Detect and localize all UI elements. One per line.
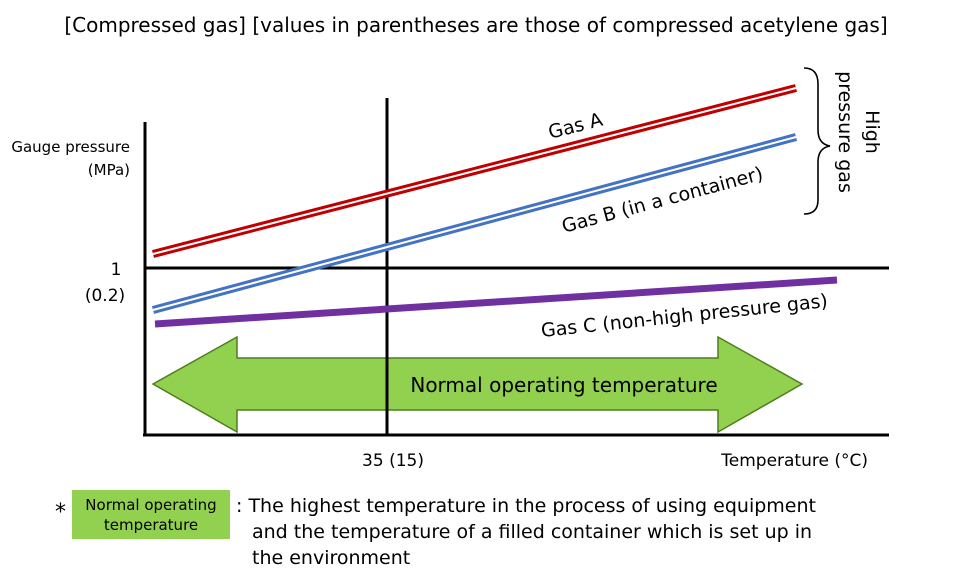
footnote-line2: and the temperature of a filled containe… bbox=[252, 521, 813, 543]
footnote-term-line1: Normal operating bbox=[85, 495, 217, 514]
high-pressure-brace bbox=[803, 67, 831, 215]
gas-b-line bbox=[151, 133, 798, 314]
normal-operating-temperature-arrow bbox=[151, 335, 804, 434]
footnote-term-line2: temperature bbox=[103, 515, 199, 534]
x-tick-label: 35 (15) bbox=[362, 451, 424, 471]
arrow-label: Normal operating temperature bbox=[410, 373, 717, 397]
footnote-colon: : bbox=[236, 495, 243, 517]
gas-a-line bbox=[152, 84, 797, 258]
y-axis-label: Gauge pressure bbox=[11, 138, 130, 156]
footnote-definition: : The highest temperature in the process… bbox=[236, 493, 936, 571]
x-axis-label: Temperature (°C) bbox=[720, 451, 868, 471]
y-tick-label-acetylene: (0.2) bbox=[85, 286, 125, 306]
footnote-term-box: Normal operating temperature bbox=[72, 490, 230, 539]
footnote-marker: * bbox=[55, 500, 66, 525]
high-pressure-label-line1: High bbox=[861, 110, 883, 154]
diagram-title: [Compressed gas] [values in parentheses … bbox=[64, 13, 887, 37]
y-tick-label: 1 bbox=[111, 260, 122, 280]
y-axis-unit: (MPa) bbox=[88, 161, 130, 179]
high-pressure-label-line2: pressure gas bbox=[834, 71, 856, 193]
footnote-line3: the environment bbox=[252, 547, 411, 569]
footnote-line1: The highest temperature in the process o… bbox=[248, 495, 816, 517]
gas-c-line bbox=[154, 276, 838, 328]
